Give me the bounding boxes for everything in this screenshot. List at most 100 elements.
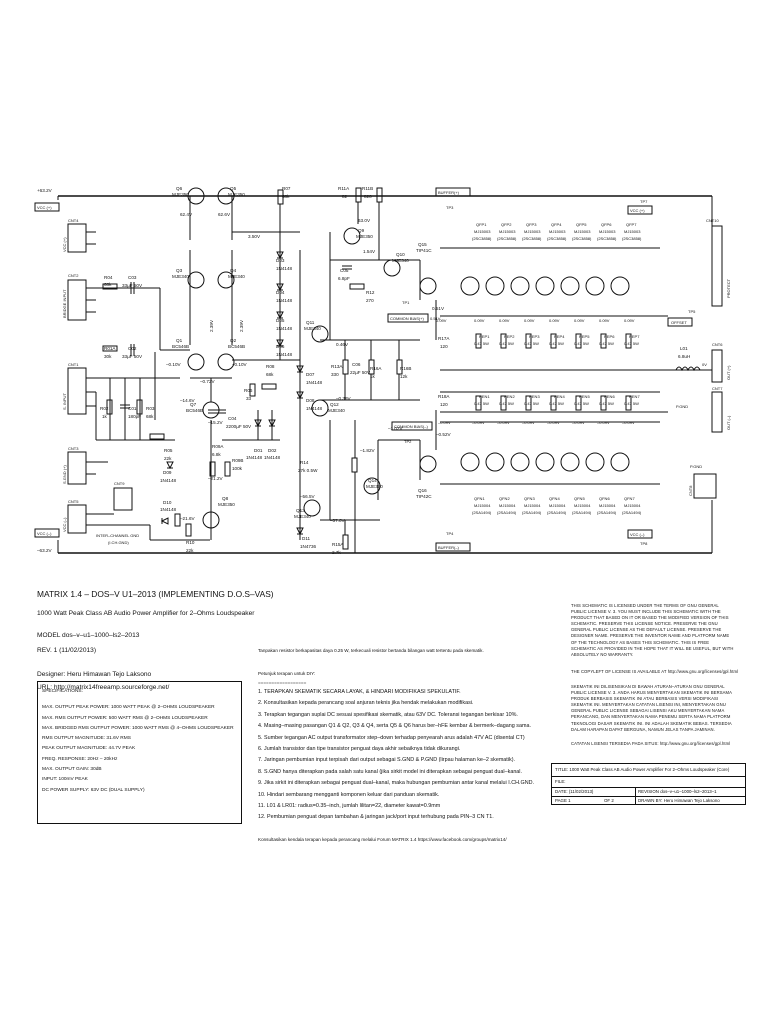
volt-q8-e: –21.2V xyxy=(208,476,223,481)
output-bus xyxy=(419,247,712,485)
value-d08: 1N4148 xyxy=(306,406,323,411)
value-c06: 22µF 50V xyxy=(350,370,371,375)
tb-drawn: DRAWN BY: Heru Himawan Tejo Laksono xyxy=(638,798,720,803)
ren-resistors xyxy=(475,395,632,411)
label-r11a: R11A xyxy=(338,186,350,191)
label-q6: Q6 xyxy=(176,186,183,191)
label-r01a: R01A xyxy=(104,346,116,351)
label-q9-type: MJE350 xyxy=(356,234,373,239)
cnt6-label: CNT6 xyxy=(712,342,723,347)
qfp2-name: QFP2 xyxy=(501,222,512,227)
vcc-neg-connector-label: VCC (–) xyxy=(62,517,67,532)
ich-gnd-label: INTER–CHANNEL GND xyxy=(96,533,139,538)
label-r15a: R15A xyxy=(332,542,344,547)
qfp-labels: QFP1 QFP2 QFP3 QFP4 QFP5 QFP6 QFP7 0.51V xyxy=(430,222,637,321)
value-r03: 68k xyxy=(146,414,154,419)
volt-bias: 3.50V xyxy=(248,234,261,239)
label-r04: R04 xyxy=(104,275,113,280)
qfp6-name: QFP6 xyxy=(601,222,612,227)
note-item: 4. Masing–masing pasangan Q1 & Q2, Q3 & … xyxy=(258,723,531,730)
label-r07: R07 xyxy=(282,186,291,191)
label-r14: R14 xyxy=(300,460,309,465)
label-c04: C04 xyxy=(228,416,237,421)
note-item: 1. TERAPKAN SKEMATIK SECARA LAYAK, & HIN… xyxy=(258,689,461,695)
vcc-pos-label-left: VCC (+) xyxy=(37,205,52,210)
label-d11: D11 xyxy=(302,536,311,541)
license-copyleft-en: THE COPYLEFT OF LICENSE IS AVAILABLE AT … xyxy=(571,669,739,674)
label-q15-type: TIP41C xyxy=(416,248,432,253)
label-r13a: R13A xyxy=(331,364,343,369)
connector-cnt2: CNT2 xyxy=(67,273,96,321)
label-q9: Q9 xyxy=(358,228,365,233)
cnt4-label: CNT4 xyxy=(68,218,79,223)
value-r01a: 30k xyxy=(104,354,112,359)
buffer-tags: BUFFER(+) BUFFER(–) COMMON BIAS(+) COMMO… xyxy=(387,187,693,552)
volt-q2-b: –0.10V xyxy=(232,362,247,367)
vcc-neg-arrow-right: VCC (–) xyxy=(627,529,653,539)
value-r09b: 100k xyxy=(232,466,243,471)
value-d09: 1N4148 xyxy=(160,478,177,483)
label-d07: D07 xyxy=(306,372,315,377)
note-item: 5. Sumber tegangan AC output transformat… xyxy=(258,734,525,741)
label-r18a: R18A xyxy=(438,394,450,399)
doc-title: MATRIX 1.4 – DOS–V U1–2013 (IMPLEMENTING… xyxy=(37,589,274,599)
volt-q12: –0.39V xyxy=(336,396,351,401)
power-rails xyxy=(57,195,713,554)
notes-divider: ================== xyxy=(258,680,307,685)
connector-cnt1: CNT1 xyxy=(67,362,96,415)
pgnd-label-right: P.GND xyxy=(690,464,702,469)
value-d06: 1N4148 xyxy=(276,352,293,357)
value-r16a: 1k xyxy=(370,374,376,379)
cnt8-label: CNT8 xyxy=(688,485,693,496)
q15-volt-out: 0.51V xyxy=(430,316,441,321)
value-r07: 68k xyxy=(282,194,290,199)
doc-model: MODEL dos–v–u1–1000–ls2–2013 xyxy=(37,632,140,639)
value-r17a: 120 xyxy=(440,344,448,349)
s-input-label: S. INPUT xyxy=(62,393,67,410)
volt-q14: –1.82V xyxy=(360,448,375,453)
label-r16b: R16B xyxy=(400,366,412,371)
spec-item: MAX. RMS OUTPUT POWER: 500 WATT RMS @ 2–… xyxy=(42,715,208,721)
value-c05: 6.8pF xyxy=(338,276,350,281)
value-d04: 1N4148 xyxy=(276,298,293,303)
label-q2: Q2 xyxy=(230,338,237,343)
connector-cnt3: CNT3 xyxy=(67,446,96,485)
label-r09b: R09B xyxy=(232,458,244,463)
tp8-label: TP8 xyxy=(640,541,648,546)
connector-cnt7: CNT7 OUT (–) xyxy=(711,386,731,433)
label-q14-type: MJE350 xyxy=(366,484,383,489)
cnt10-label: CNT10 xyxy=(706,218,719,223)
value-r04: 68k xyxy=(104,282,112,287)
notes-footer: Konsultasikan kendala terapan kepada per… xyxy=(258,837,507,842)
label-l01: L01 xyxy=(680,346,688,351)
test-points: TP1 TP2 TP3 TP4 TP5 TP7 TP8 xyxy=(402,199,696,546)
value-c04: 2200µF 50V xyxy=(226,424,252,429)
label-r03: R03 xyxy=(146,406,155,411)
label-q11: Q11 xyxy=(306,320,315,325)
label-q12: Q12 xyxy=(330,402,339,407)
tb-file: FILE: xyxy=(555,779,566,784)
label-q11-type: MJE340 xyxy=(304,326,321,331)
volt-q8-b: –21.6V xyxy=(180,516,195,521)
label-c03: C03 xyxy=(128,275,137,280)
volt-q5: 62.6V xyxy=(218,212,231,217)
value-l01: 6.8uH xyxy=(678,354,690,359)
note-item: 9. Jika sirkit ini diterapkan sebagai pe… xyxy=(258,780,534,787)
label-d10: D10 xyxy=(163,500,172,505)
tp3-label: TP3 xyxy=(446,205,454,210)
offset-label: OFFSET xyxy=(671,320,687,325)
license-id: SKEMATIK INI DILISENSIKAN DI BAWAH ATURA… xyxy=(571,684,732,732)
label-q5: Q5 xyxy=(230,186,237,191)
value-c03: 33µF 50V xyxy=(122,283,143,288)
value-r13a: 330 xyxy=(331,372,339,377)
volt-q7-b: –14.6V xyxy=(180,398,195,403)
value-r02: 1k xyxy=(102,414,108,419)
spec-heading: SPECIFICATIONS: xyxy=(42,689,83,694)
notes-resistor: Tanpakan resistor berkapasitas daya 0.25… xyxy=(258,648,484,653)
qfp7-name: QFP7 xyxy=(626,222,637,227)
vcc-neg-arrow-left: VCC (–) xyxy=(34,528,60,538)
label-q13: Q13 xyxy=(296,508,305,513)
qfn-row xyxy=(460,452,630,472)
notes-list: 1. TERAPKAN SKEMATIK SECARA LAYAK, & HIN… xyxy=(258,687,548,824)
